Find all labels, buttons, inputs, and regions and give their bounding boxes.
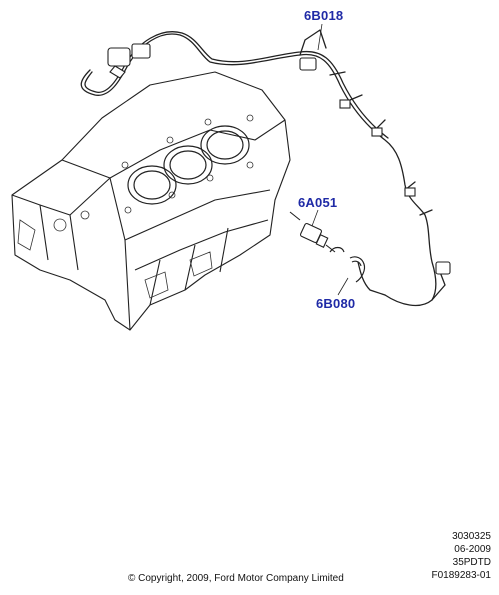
meta-line-4: F0189283-01 [431,570,492,581]
cylinder-bores [127,125,250,205]
block-details [17,114,254,299]
callout-6a051[interactable]: 6A051 [298,195,338,210]
meta-line-1: 3030325 [452,531,491,542]
connectors [107,43,451,275]
knock-sensor [289,211,336,253]
drawing-meta: 3030325 06-2009 35PDTD F0189283-01 [432,530,492,582]
copyright-notice: © Copyright, 2009, Ford Motor Company Li… [128,573,344,584]
meta-line-3: 35PDTD [452,557,491,568]
wiring-harness [80,29,446,307]
engine-block [11,71,291,331]
callout-6b018[interactable]: 6B018 [304,8,344,23]
callout-6b080[interactable]: 6B080 [316,296,356,311]
leader-lines [311,23,349,296]
sensor-clip [329,246,366,283]
meta-line-2: 06-2009 [454,544,491,555]
